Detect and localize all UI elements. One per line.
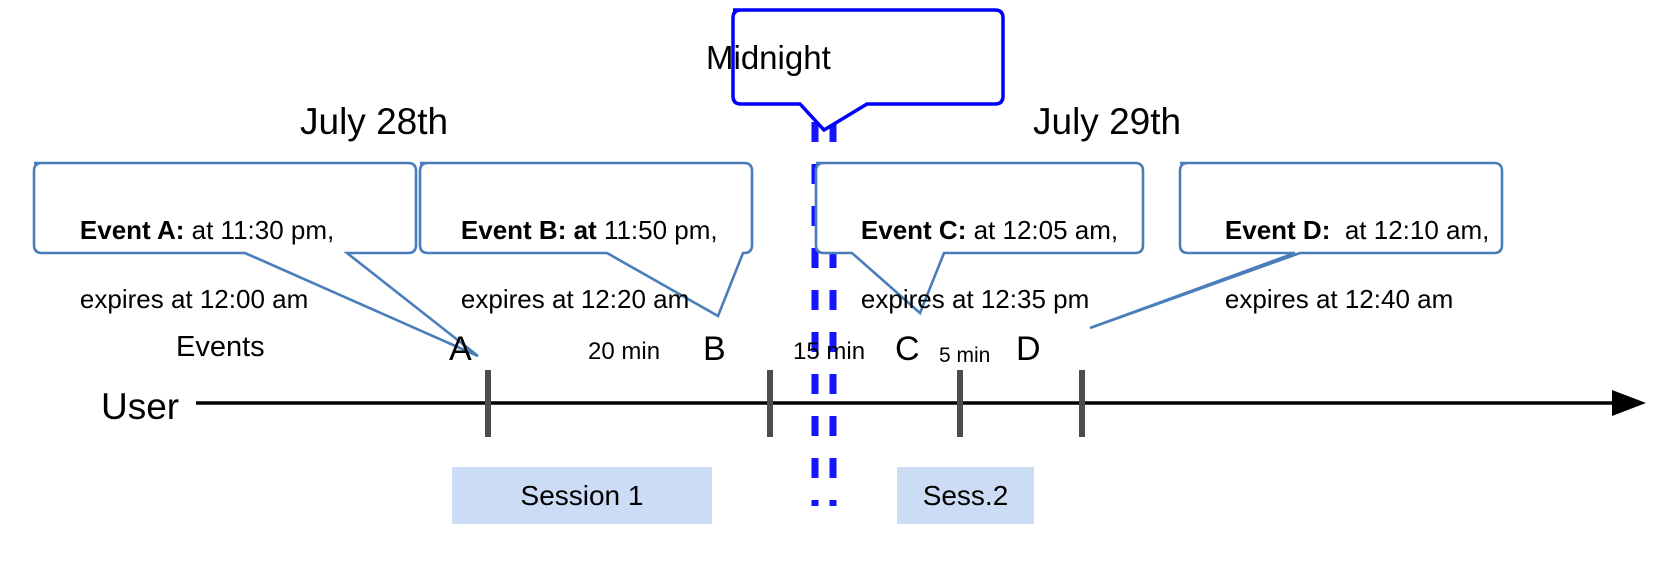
gap-label-ab: 20 min (588, 338, 661, 365)
session-label-1: Session 1 (520, 479, 644, 511)
midnight-callout-bubble (731, 8, 1005, 133)
callout-text-event-d: Event D: at 12:10 am, expires at 12:40 a… (1196, 178, 1489, 351)
callout-box-event-c (814, 161, 1145, 316)
callout-d-bold: Event D: (1224, 214, 1331, 245)
callout-text-event-a: Event A: at 11:30 pm, expires at 12:00 a… (51, 178, 334, 351)
callout-box-event-b (418, 161, 754, 318)
date-label-left: July 28th (300, 101, 449, 142)
event-letter-d: D (1016, 330, 1041, 368)
gap-label-cd: 5 min (939, 344, 991, 367)
callout-b-line2: expires at 12:20 am (460, 283, 690, 314)
callout-a-bold: Event A: (79, 214, 185, 245)
date-label-right: July 29th (1033, 101, 1182, 142)
callout-text-event-b: Event B: at 11:50 pm, expires at 12:20 a… (432, 178, 718, 351)
callout-a-line1-rest: at 11:30 pm, (184, 214, 335, 245)
event-letter-a: A (449, 330, 472, 368)
event-letter-c: C (895, 330, 920, 368)
callout-b-line1-rest: 11:50 pm, (596, 214, 718, 245)
user-row-label: User (101, 386, 180, 427)
callout-c-line1-rest: at 12:05 am, (966, 214, 1119, 245)
callout-b-bold: Event B: at (460, 214, 597, 245)
events-row-label: Events (176, 331, 265, 363)
callout-d-line1-rest: at 12:10 am, (1330, 214, 1490, 245)
callout-a-line2: expires at 12:00 am (79, 283, 309, 314)
callout-d-line2: expires at 12:40 am (1224, 283, 1454, 314)
session-label-2: Sess.2 (922, 479, 1009, 511)
callout-c-line2: expires at 12:35 pm (860, 283, 1090, 314)
session-bar-1: Session 1 (452, 467, 712, 524)
callout-box-event-a (32, 161, 479, 358)
callout-c-bold: Event C: (860, 214, 967, 245)
callout-box-event-d (1089, 161, 1504, 330)
timeline-arrowhead-icon (1612, 390, 1646, 416)
session-bar-2: Sess.2 (897, 467, 1034, 524)
event-letter-b: B (703, 330, 726, 368)
midnight-label: Midnight (706, 39, 831, 76)
callout-text-event-c: Event C: at 12:05 am, expires at 12:35 p… (832, 178, 1118, 351)
gap-label-bc: 15 min (793, 338, 866, 365)
